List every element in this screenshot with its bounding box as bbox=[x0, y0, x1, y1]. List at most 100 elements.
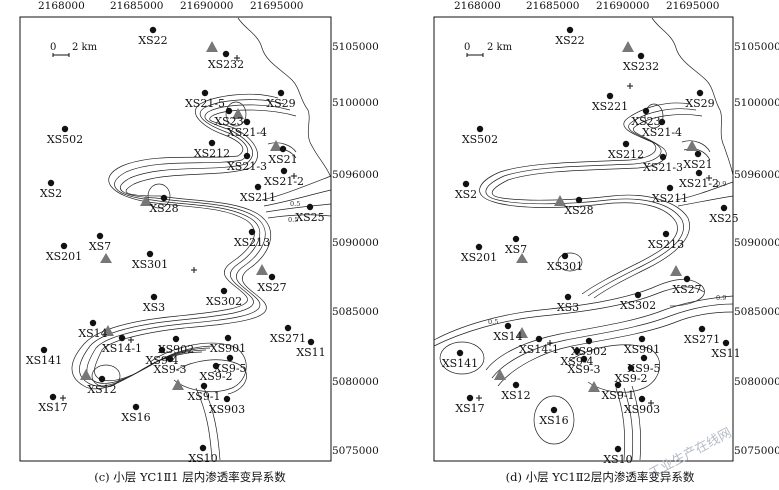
well-label: XS211 bbox=[652, 192, 688, 205]
well-dot bbox=[89, 319, 97, 327]
well-dot bbox=[504, 322, 512, 330]
well-dot bbox=[462, 180, 470, 188]
cross-marker bbox=[476, 395, 482, 401]
map-frame bbox=[433, 16, 734, 462]
x-tick-label: 21695000 bbox=[666, 0, 719, 12]
well-dot bbox=[96, 232, 104, 240]
well-label: XS21-4 bbox=[227, 126, 267, 139]
well-label: XS271 bbox=[270, 332, 306, 345]
contour-label: 0.5 bbox=[488, 318, 498, 326]
well-label: XS9-1 bbox=[187, 390, 220, 403]
well-label: XS9-3 bbox=[567, 363, 600, 376]
well-label: XS9-3 bbox=[153, 363, 186, 376]
well-label: XS23 bbox=[631, 115, 660, 128]
well-dot bbox=[512, 381, 520, 389]
triangle-markers bbox=[80, 41, 282, 390]
well-dot bbox=[683, 275, 691, 283]
well-dot bbox=[40, 346, 48, 354]
cross-markers bbox=[60, 55, 297, 401]
triangle-marker bbox=[686, 140, 698, 151]
well-dot bbox=[201, 89, 209, 97]
well-label: XS17 bbox=[38, 401, 67, 414]
scale-bar: 0 2 km bbox=[50, 42, 98, 57]
cross-marker bbox=[234, 55, 240, 61]
well-label: XS903 bbox=[624, 403, 660, 416]
well-dot bbox=[172, 335, 180, 343]
triangle-marker bbox=[554, 195, 566, 206]
cross-marker bbox=[128, 337, 134, 343]
well-label: XS902 bbox=[571, 345, 607, 358]
x-tick-label: 2168000 bbox=[454, 0, 501, 12]
well-label: XS213 bbox=[648, 238, 684, 251]
well-dot bbox=[614, 445, 622, 453]
y-tick-label: 5080000 bbox=[734, 376, 779, 388]
well-dot bbox=[606, 92, 614, 100]
triangle-marker bbox=[270, 140, 282, 151]
well-label: XS301 bbox=[547, 260, 583, 273]
well-label: XS902 bbox=[158, 343, 194, 356]
contour-labels: 0.5 0.5 bbox=[288, 200, 300, 224]
y-tick-label: 5096000 bbox=[734, 169, 779, 181]
y-tick-label: 5105000 bbox=[332, 41, 379, 53]
well-dot bbox=[225, 107, 233, 115]
well-label: XS12 bbox=[87, 383, 116, 396]
well-dot bbox=[535, 335, 543, 343]
well-label: XS17 bbox=[455, 402, 484, 415]
well-label: XS27 bbox=[672, 283, 701, 296]
well-label: XS2 bbox=[40, 187, 62, 200]
x-tick-label: 21695000 bbox=[250, 0, 303, 12]
well-label: XS12 bbox=[501, 389, 530, 402]
well-dot bbox=[200, 382, 208, 390]
well-label: XS21-3 bbox=[643, 161, 683, 174]
y-tick-label: 5090000 bbox=[332, 237, 379, 249]
triangle-marker bbox=[102, 325, 114, 336]
well-label: XS3 bbox=[557, 301, 579, 314]
well-dot bbox=[720, 204, 728, 212]
contour-label: 0.9 bbox=[716, 294, 726, 302]
triangle-marker bbox=[140, 195, 152, 206]
well-label: XS502 bbox=[47, 133, 83, 146]
y-tick-label: 5100000 bbox=[734, 97, 779, 109]
well-dot bbox=[61, 125, 69, 133]
contour-band bbox=[71, 93, 332, 461]
y-tick-label: 5075000 bbox=[332, 445, 379, 457]
triangle-marker bbox=[622, 41, 634, 52]
x-tick-label: 21685000 bbox=[526, 0, 579, 12]
well-label: XS7 bbox=[89, 240, 111, 253]
well-dot bbox=[627, 364, 635, 372]
well-dot bbox=[150, 293, 158, 301]
y-tick-label: 5085000 bbox=[332, 306, 379, 318]
x-tick-labels: 2168000 21685000 21690000 21695000 bbox=[38, 0, 303, 12]
well-label: XS23 bbox=[214, 115, 243, 128]
well-dot bbox=[158, 346, 166, 354]
well-dot bbox=[466, 394, 474, 402]
well-label: XS141 bbox=[442, 357, 478, 370]
well-dot bbox=[208, 139, 216, 147]
well-dot bbox=[698, 325, 706, 333]
well-label: XS141 bbox=[26, 354, 62, 367]
contour-label: 0.5 bbox=[290, 200, 300, 208]
well-dot bbox=[695, 169, 703, 177]
coastline bbox=[237, 17, 332, 179]
well-label: XS14-1 bbox=[519, 343, 559, 356]
well-dot bbox=[722, 339, 730, 347]
y-tick-label: 5105000 bbox=[734, 41, 779, 53]
triangle-marker bbox=[256, 264, 268, 275]
map-frame bbox=[19, 16, 332, 462]
well-dot bbox=[456, 349, 464, 357]
x-tick-label: 21685000 bbox=[110, 0, 163, 12]
well-label: XS2 bbox=[455, 188, 477, 201]
well-dot bbox=[226, 354, 234, 362]
cross-marker bbox=[191, 267, 197, 273]
well-dot bbox=[146, 250, 154, 258]
well-dot bbox=[659, 153, 667, 161]
x-tick-labels: 2168000 21685000 21690000 21695000 bbox=[454, 0, 719, 12]
contour-label: 0.9 bbox=[716, 180, 726, 188]
well-dot bbox=[637, 52, 645, 60]
well-label: XS201 bbox=[46, 250, 82, 263]
triangle-marker bbox=[172, 379, 184, 390]
well-label: XS21 bbox=[683, 158, 712, 171]
well-dot bbox=[614, 381, 622, 389]
well-label: XS901 bbox=[624, 343, 660, 356]
